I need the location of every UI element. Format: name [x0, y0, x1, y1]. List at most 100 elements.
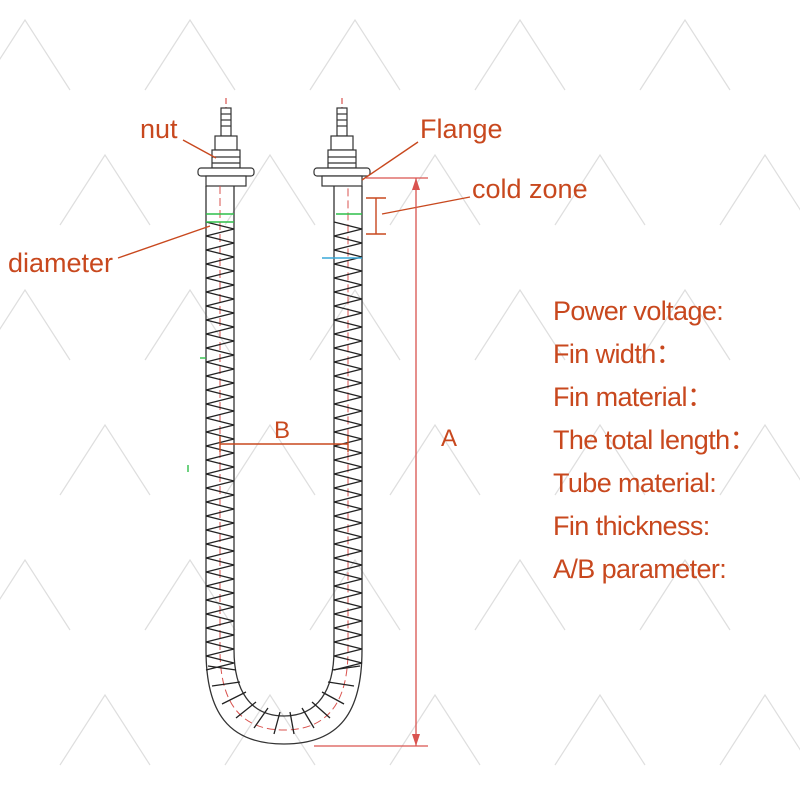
- diameter-leader: [117, 225, 211, 259]
- cold-zone-leader: [381, 196, 471, 215]
- fin-turn: [333, 641, 363, 657]
- left-terminal: [197, 98, 255, 187]
- leader-lines: [117, 139, 471, 259]
- fin-turn: [333, 543, 363, 559]
- watermark-mark: [309, 558, 401, 631]
- dimension-a: [314, 177, 428, 747]
- fin-turn: [205, 641, 235, 657]
- bend-fin: [221, 691, 247, 705]
- spec-tube-material: Tube material:: [553, 468, 717, 498]
- fin-turn: [205, 613, 235, 629]
- bend-fin: [235, 701, 257, 719]
- fin-turn: [205, 361, 235, 377]
- fin-turn: [205, 235, 235, 251]
- spec-ab-parameter: A/B parameter:: [553, 554, 727, 584]
- right-flange: [313, 167, 371, 177]
- watermark-mark: [309, 288, 401, 361]
- flange-label: Flange: [420, 114, 503, 144]
- spec-fin-thickness: Fin thickness:: [553, 511, 710, 541]
- fin-turn: [205, 431, 235, 447]
- cold-zone-bracket: [366, 197, 386, 235]
- watermark-mark: [389, 153, 481, 226]
- spec-fin-material: Fin material：: [553, 382, 714, 412]
- watermark-mark: [59, 423, 151, 496]
- fin-turn: [333, 599, 363, 615]
- watermark-mark: [719, 153, 800, 226]
- bend-fin: [207, 665, 237, 671]
- watermark-mark: [474, 558, 566, 631]
- cold-zone-label: cold zone: [472, 174, 588, 204]
- watermark-mark: [59, 693, 151, 766]
- fin-turn: [333, 305, 363, 321]
- fin-turn: [205, 571, 235, 587]
- fin-turn: [205, 375, 235, 391]
- fin-turn: [205, 557, 235, 573]
- fin-turn: [205, 333, 235, 349]
- watermark-mark: [144, 288, 236, 361]
- fin-turn: [333, 417, 363, 433]
- fin-turn: [205, 305, 235, 321]
- watermark-mark: [719, 423, 800, 496]
- spiral-fins: [205, 221, 363, 735]
- fin-turn: [333, 235, 363, 251]
- fin-turn: [205, 389, 235, 405]
- fin-turn: [333, 375, 363, 391]
- dimension-b: [219, 436, 349, 452]
- fin-turn: [205, 543, 235, 559]
- fin-turn: [333, 585, 363, 601]
- watermark-mark: [554, 153, 646, 226]
- bend-fin: [321, 691, 345, 705]
- fin-turn: [205, 459, 235, 475]
- fin-turn: [205, 515, 235, 531]
- right-stud: [336, 107, 348, 137]
- watermark-mark: [474, 288, 566, 361]
- fin-turn: [333, 515, 363, 531]
- watermark-mark: [554, 423, 646, 496]
- flange-leader: [361, 141, 419, 181]
- fin-turn: [205, 221, 235, 237]
- watermark-mark: [224, 423, 316, 496]
- left-nut: [214, 135, 238, 151]
- watermark-mark: [474, 18, 566, 91]
- fin-turn: [333, 627, 363, 643]
- fin-turn: [333, 361, 363, 377]
- watermark-mark: [719, 693, 800, 766]
- bend-fin: [211, 681, 241, 687]
- bend-fin: [327, 681, 355, 687]
- fin-turn: [205, 291, 235, 307]
- watermark-mark: [389, 693, 481, 766]
- watermark-mark: [0, 18, 71, 91]
- fin-turn: [333, 473, 363, 489]
- watermark-mark: [59, 153, 151, 226]
- watermark-mark: [554, 693, 646, 766]
- fin-turn: [205, 319, 235, 335]
- spec-total-length: The total length：: [553, 425, 757, 455]
- watermark-mark: [144, 18, 236, 91]
- watermark-mark: [639, 18, 731, 91]
- spec-power-voltage: Power voltage:: [553, 296, 724, 326]
- watermark-mark: [224, 153, 316, 226]
- fin-turn: [205, 347, 235, 363]
- fin-turn: [333, 557, 363, 573]
- watermark-mark: [144, 558, 236, 631]
- bend-fin: [301, 707, 315, 729]
- spec-fin-width: Fin width：: [553, 339, 683, 369]
- nut-leader: [182, 139, 217, 159]
- fin-turn: [205, 445, 235, 461]
- fin-turn: [333, 403, 363, 419]
- bend-fin: [331, 665, 361, 671]
- fin-turn: [205, 277, 235, 293]
- bend-fin: [253, 707, 269, 729]
- right-nut: [330, 135, 354, 151]
- fin-turn: [333, 347, 363, 363]
- watermark-mark: [224, 693, 316, 766]
- bend-fin: [311, 701, 331, 719]
- fin-turn: [205, 249, 235, 265]
- dimension-a-label: A: [441, 425, 458, 452]
- fin-turn: [333, 389, 363, 405]
- fin-turn: [333, 333, 363, 349]
- fin-turn: [333, 277, 363, 293]
- fin-turn: [333, 501, 363, 517]
- diameter-label: diameter: [8, 248, 114, 278]
- fin-turn: [333, 263, 363, 279]
